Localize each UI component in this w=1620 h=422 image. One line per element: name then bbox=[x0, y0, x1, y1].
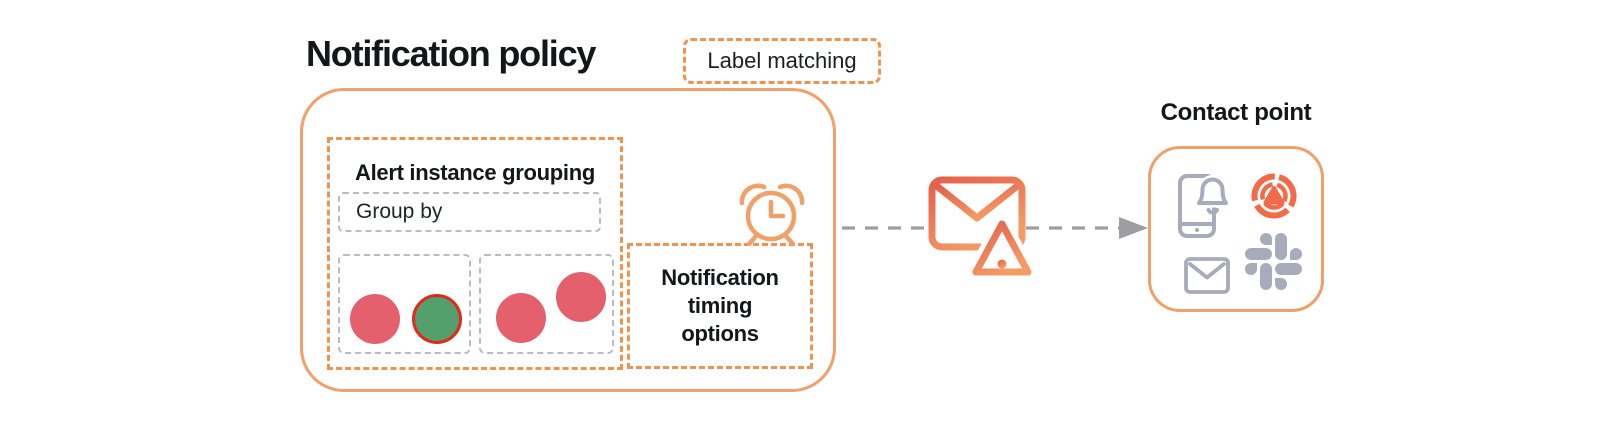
mobile-notification-icon bbox=[1178, 174, 1231, 238]
arrow-right-icon bbox=[1119, 217, 1148, 239]
alert-group-2 bbox=[479, 254, 614, 354]
contact-point-box bbox=[1148, 146, 1324, 312]
notification-timing-options-label: Notification timing options bbox=[661, 265, 779, 346]
label-matching-label: Label matching bbox=[707, 48, 857, 73]
email-icon bbox=[1184, 257, 1230, 294]
grafana-oncall-icon bbox=[1251, 173, 1297, 219]
notification-policy-title: Notification policy bbox=[306, 33, 596, 74]
slack-icon bbox=[1245, 233, 1302, 290]
group-by-field: Group by bbox=[338, 192, 601, 232]
alert-instance-grouping-title: Alert instance grouping bbox=[354, 160, 595, 185]
alert-instance-resolved bbox=[412, 294, 462, 344]
alarm-clock-icon bbox=[739, 183, 805, 247]
alert-group-1 bbox=[338, 254, 471, 354]
label-matching-box: Label matching bbox=[683, 38, 881, 84]
group-by-label: Group by bbox=[356, 200, 443, 223]
email-warning-icon bbox=[928, 176, 1037, 281]
alert-instance-grouping-box: Alert instance grouping Group by bbox=[327, 137, 623, 370]
contact-point-title: Contact point bbox=[1160, 99, 1312, 126]
alert-instance-firing bbox=[496, 293, 546, 343]
alert-instance-firing bbox=[350, 294, 400, 344]
alert-instance-firing bbox=[556, 272, 606, 322]
notification-timing-options-box: Notification timing options bbox=[627, 243, 813, 369]
